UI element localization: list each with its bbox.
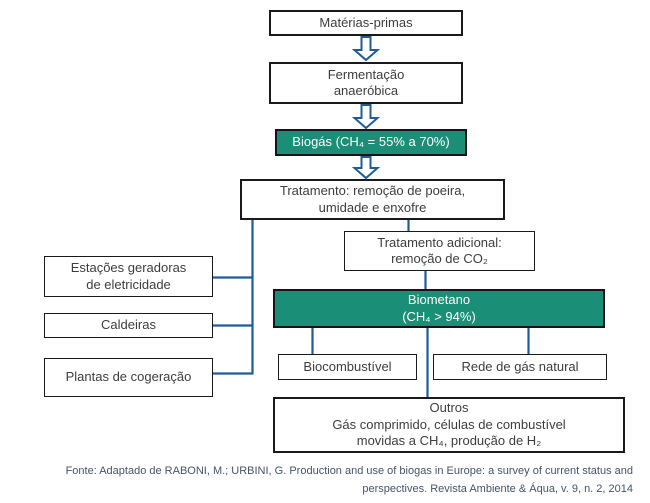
node-label: Tratamento adicional:	[377, 234, 502, 250]
node-label: Matérias-primas	[319, 14, 413, 30]
node-rede-gas-natural: Rede de gás natural	[433, 354, 607, 380]
node-label: remoção de CO₂	[391, 251, 488, 266]
node-label: umidade e enxofre	[318, 199, 427, 215]
node-materias-primas: Matérias-primas	[269, 10, 463, 36]
source-citation-line2: perspectives. Revista Ambiente & Áqua, v…	[362, 482, 633, 495]
node-plantas-cogeracao: Plantas de cogeração	[44, 358, 213, 397]
node-label: Tratamento: remoção de poeira,	[279, 183, 466, 198]
node-biometano: Biometano (CH₄ > 94%)	[273, 289, 605, 328]
node-label: de eletricidade	[86, 276, 171, 292]
node-label: (CH₄ > 94%)	[402, 308, 476, 324]
node-label: Outros	[429, 400, 469, 416]
node-tratamento-adicional: Tratamento adicional: remoção de CO₂	[344, 231, 535, 271]
down-arrow-icon	[351, 36, 381, 62]
node-caldeiras: Caldeiras	[44, 313, 213, 338]
node-label: Estações geradoras	[70, 260, 187, 275]
node-fermentacao-anaerobica: Fermentação anaeróbica	[269, 62, 463, 104]
node-label: Biocombustível	[303, 358, 392, 374]
node-label: Biometano	[407, 292, 471, 307]
node-biogas: Biogás (CH₄ = 55% a 70%)	[275, 129, 467, 156]
node-estacoes-geradoras: Estações geradoras de eletricidade	[44, 256, 213, 297]
node-label: Gás comprimido, células de combustível	[332, 416, 566, 432]
node-label: Rede de gás natural	[461, 358, 579, 374]
source-citation: Fonte: Adaptado de RABONI, M.; URBINI, G…	[33, 463, 633, 498]
node-label: anaeróbica	[333, 83, 399, 98]
down-arrow-icon	[351, 156, 381, 180]
node-tratamento: Tratamento: remoção de poeira, umidade e…	[240, 179, 505, 220]
node-label: Caldeiras	[101, 317, 156, 333]
down-arrow-icon	[351, 104, 381, 130]
node-label: movidas a CH₄, produção de H₂	[356, 433, 542, 449]
node-biocombustivel: Biocombustível	[278, 354, 417, 380]
node-label: Biogás (CH₄ = 55% a 70%)	[292, 134, 450, 150]
node-outros: Outros Gás comprimido, células de combus…	[273, 397, 625, 453]
node-label: Plantas de cogeração	[65, 369, 192, 385]
source-citation-line1: Fonte: Adaptado de RABONI, M.; URBINI, G…	[65, 465, 633, 477]
node-label: Fermentação	[327, 66, 405, 82]
